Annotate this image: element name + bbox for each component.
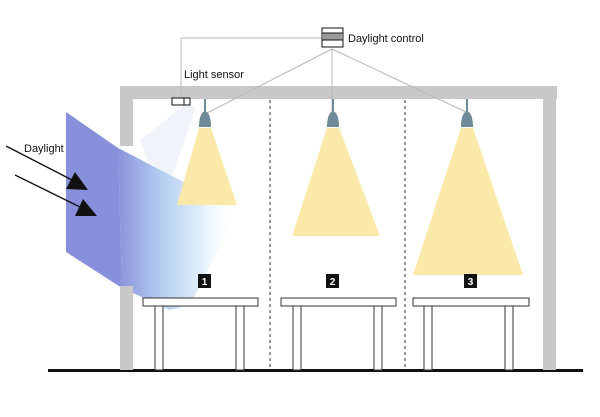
left-wall-lower bbox=[120, 286, 133, 370]
zone-badge-3: 3 bbox=[464, 274, 477, 288]
zone-number: 2 bbox=[330, 277, 336, 288]
light-sensor-icon bbox=[171, 97, 191, 106]
daylight-glass bbox=[66, 112, 122, 288]
arrow-right-down-icon bbox=[5, 145, 88, 190]
pendant-lamp-icon bbox=[199, 99, 211, 127]
zone-badge-1: 1 bbox=[198, 274, 211, 288]
daylight-label: Daylight bbox=[24, 143, 64, 155]
light-sensor-label: Light sensor bbox=[184, 69, 244, 81]
zone-number: 1 bbox=[202, 277, 208, 288]
daylight-beam bbox=[118, 148, 238, 310]
table-2 bbox=[280, 297, 397, 371]
floor-line bbox=[48, 369, 583, 372]
zone-number: 3 bbox=[468, 277, 474, 288]
light-cone-1 bbox=[177, 128, 237, 205]
arrow-right-down-icon bbox=[14, 174, 97, 216]
daylight-area bbox=[66, 104, 238, 310]
sensor-glow bbox=[140, 104, 196, 176]
zone-badge-2: 2 bbox=[326, 274, 339, 288]
light-cone-3 bbox=[413, 128, 523, 275]
control-unit-icon bbox=[321, 27, 344, 48]
left-wall-upper bbox=[120, 86, 133, 146]
ceiling bbox=[120, 86, 557, 99]
pendant-lamp-icon bbox=[327, 99, 339, 127]
daylight-control-label: Daylight control bbox=[348, 33, 424, 45]
table-1 bbox=[142, 297, 259, 371]
room-frame bbox=[120, 86, 557, 370]
light-cone-2 bbox=[292, 128, 380, 236]
table-3 bbox=[412, 297, 530, 371]
pendant-lamp-icon bbox=[461, 99, 473, 127]
right-wall bbox=[543, 86, 556, 370]
control-wiring bbox=[180, 37, 467, 114]
